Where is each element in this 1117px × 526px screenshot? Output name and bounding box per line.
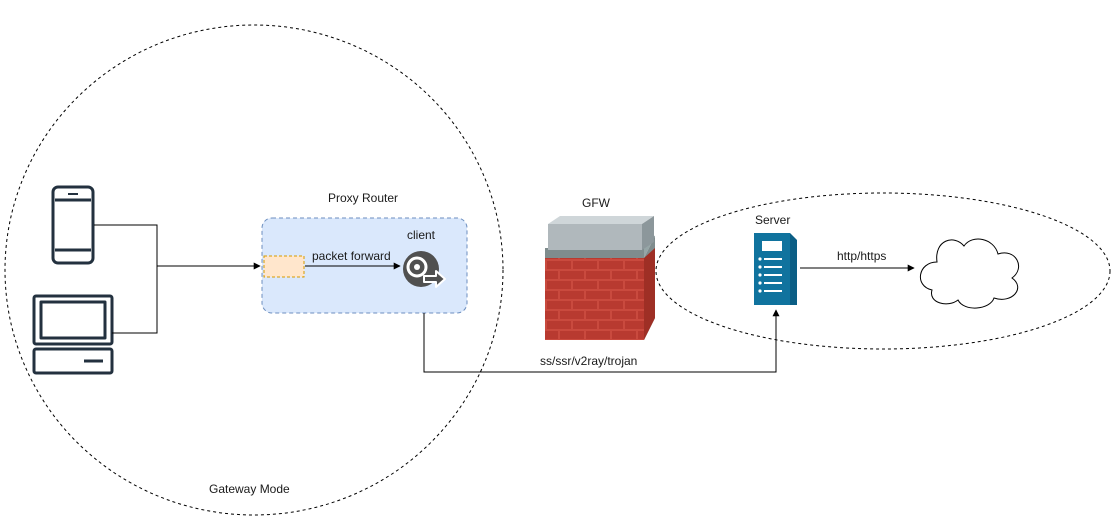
device-links xyxy=(94,224,261,334)
protocols-label: ss/ssr/v2ray/trojan xyxy=(540,354,638,368)
desktop-computer-icon xyxy=(32,294,114,375)
client-transfer-icon xyxy=(403,251,446,288)
proxy-router-label: Proxy Router xyxy=(328,191,399,205)
gfw-label: GFW xyxy=(582,196,610,210)
firewall-icon xyxy=(545,216,655,340)
cloud-icon xyxy=(920,238,1019,309)
packet-forward-box xyxy=(263,255,305,278)
server-zone-boundary xyxy=(655,192,1111,350)
client-label: client xyxy=(407,228,436,242)
http-label: http/https xyxy=(837,249,887,263)
tunnel-connection xyxy=(423,309,780,373)
server-label: Server xyxy=(755,213,791,227)
gateway-mode-label: Gateway Mode xyxy=(209,482,290,496)
gateway-mode-boundary xyxy=(4,24,504,516)
smartphone-icon xyxy=(51,185,95,265)
packet-forward-label: packet forward xyxy=(312,249,391,263)
server-icon xyxy=(754,233,797,305)
